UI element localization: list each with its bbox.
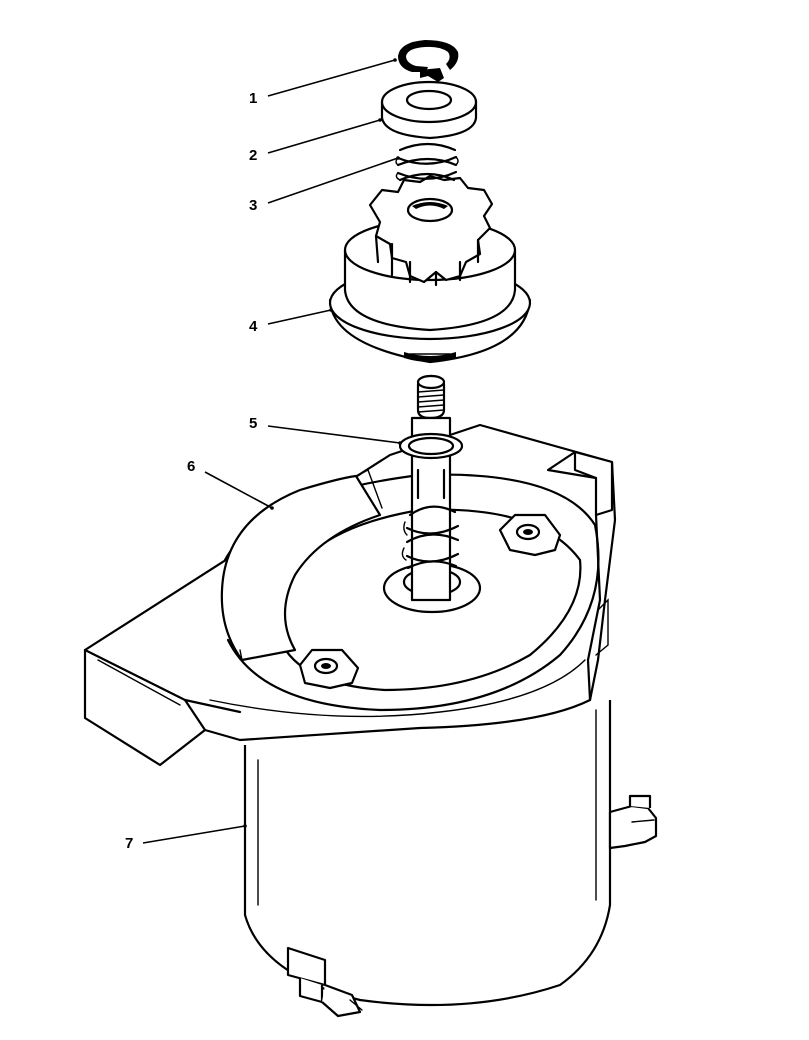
leader-5 <box>267 425 401 444</box>
leader-7 <box>142 825 246 844</box>
callout-labels: 1 2 3 4 5 6 7 <box>125 90 258 852</box>
leader-3 <box>267 157 399 204</box>
shield <box>220 469 383 662</box>
leader-4 <box>267 309 332 325</box>
callout-1: 1 <box>249 90 257 107</box>
callout-6: 6 <box>187 458 195 475</box>
shaft <box>398 374 464 602</box>
leader-2 <box>267 119 381 154</box>
retainer-cup <box>380 80 478 140</box>
leader-1 <box>267 59 396 97</box>
motor-housing <box>243 700 658 1018</box>
mounting-flange <box>83 423 617 767</box>
callout-7: 7 <box>125 835 133 852</box>
pinion-gear <box>328 174 532 364</box>
callout-4: 4 <box>249 318 258 335</box>
retaining-ring <box>398 40 459 82</box>
spring <box>395 142 459 182</box>
callout-2: 2 <box>249 147 257 164</box>
callout-3: 3 <box>249 197 257 214</box>
callout-5: 5 <box>249 415 257 432</box>
leader-lines <box>142 58 402 844</box>
leader-6 <box>204 471 273 509</box>
